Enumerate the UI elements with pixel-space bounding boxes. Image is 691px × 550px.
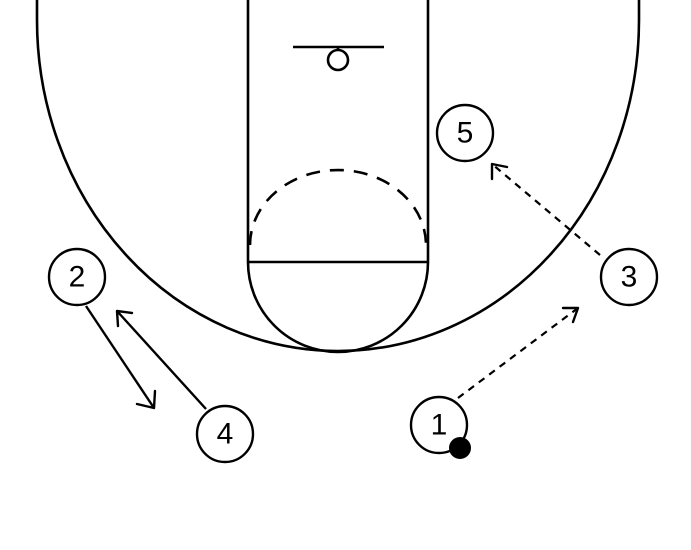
pass-arrowhead-3-to-5	[490, 162, 509, 181]
player-3: 3	[599, 247, 659, 307]
free-throw-circle-solid	[246, 261, 430, 354]
player-4: 4	[195, 404, 255, 464]
rim	[326, 48, 350, 72]
ball	[449, 437, 471, 459]
cut-line-2	[85, 305, 155, 409]
player-2: 2	[47, 247, 107, 307]
player-5-label: 5	[457, 117, 474, 150]
pass-line-3-to-5	[491, 163, 601, 256]
player-3-label: 3	[621, 261, 638, 294]
cut-line-4	[116, 310, 207, 410]
player-4-label: 4	[217, 418, 234, 451]
player-2-label: 2	[69, 261, 86, 294]
cut-arrowhead-4	[115, 309, 134, 328]
cut-arrowhead-2	[135, 389, 157, 410]
player-5: 5	[435, 103, 495, 163]
pass-line-1-to-3	[457, 307, 579, 399]
player-1-label: 1	[431, 409, 448, 442]
free-throw-circle-dashed	[248, 168, 428, 246]
player-1: 1	[409, 395, 469, 455]
three-point-arc	[35, 0, 641, 353]
free-throw-lane	[246, 0, 430, 262]
pass-arrowhead-1-to-3	[561, 306, 580, 324]
